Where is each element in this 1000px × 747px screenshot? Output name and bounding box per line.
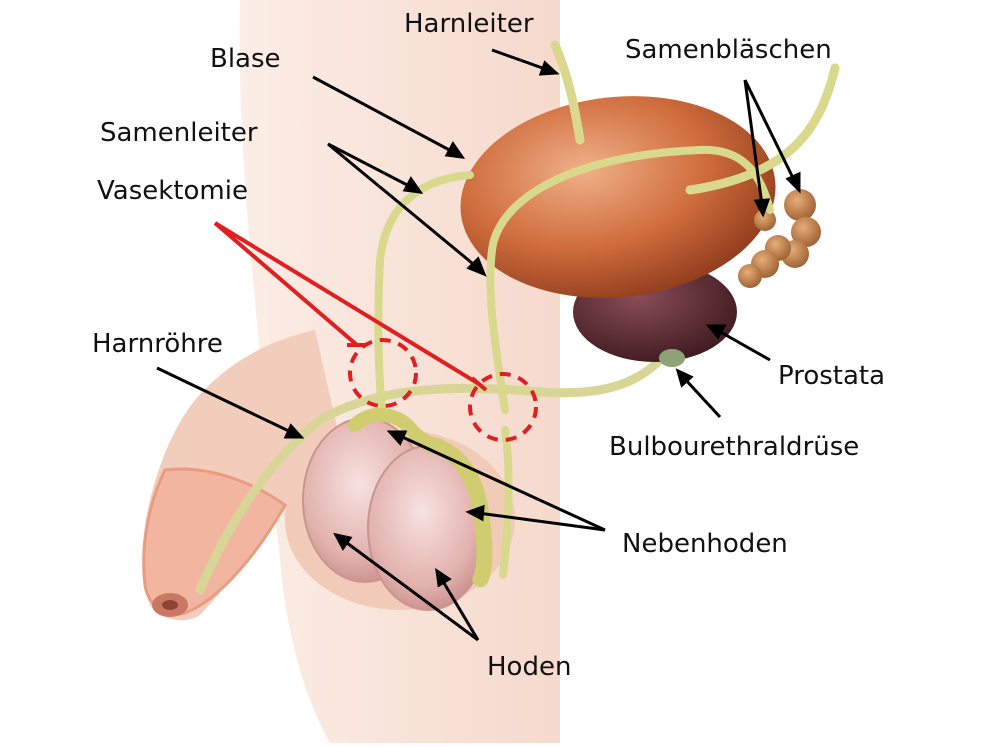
vasectomy-marker-left	[348, 338, 418, 408]
urethra-tube	[195, 355, 665, 595]
bulbourethral-gland	[659, 349, 685, 367]
label-vasektomie: Vasektomie	[97, 176, 248, 206]
label-harnroehre: Harnröhre	[92, 329, 223, 359]
label-hoden: Hoden	[487, 652, 572, 682]
label-samenleiter: Samenleiter	[100, 118, 258, 148]
vasectomy-marker-right	[468, 372, 538, 442]
label-nebenhoden: Nebenhoden	[622, 529, 788, 559]
label-prostata: Prostata	[778, 361, 886, 391]
ureter-right	[685, 63, 840, 195]
label-samenblaeschen: Samenbläschen	[625, 35, 832, 65]
label-harnleiter: Harnleiter	[404, 9, 534, 39]
urethral-opening-inner	[162, 600, 178, 610]
vasectomy-pointers	[213, 221, 488, 392]
vas-deferens-left	[374, 171, 474, 444]
glans	[142, 467, 287, 616]
seminal-vesicles	[738, 189, 821, 288]
label-arrows	[156, 48, 801, 642]
label-bulbourethraldruese: Bulbourethraldrüse	[609, 432, 860, 462]
label-blase: Blase	[210, 44, 281, 74]
ureter	[550, 40, 585, 145]
